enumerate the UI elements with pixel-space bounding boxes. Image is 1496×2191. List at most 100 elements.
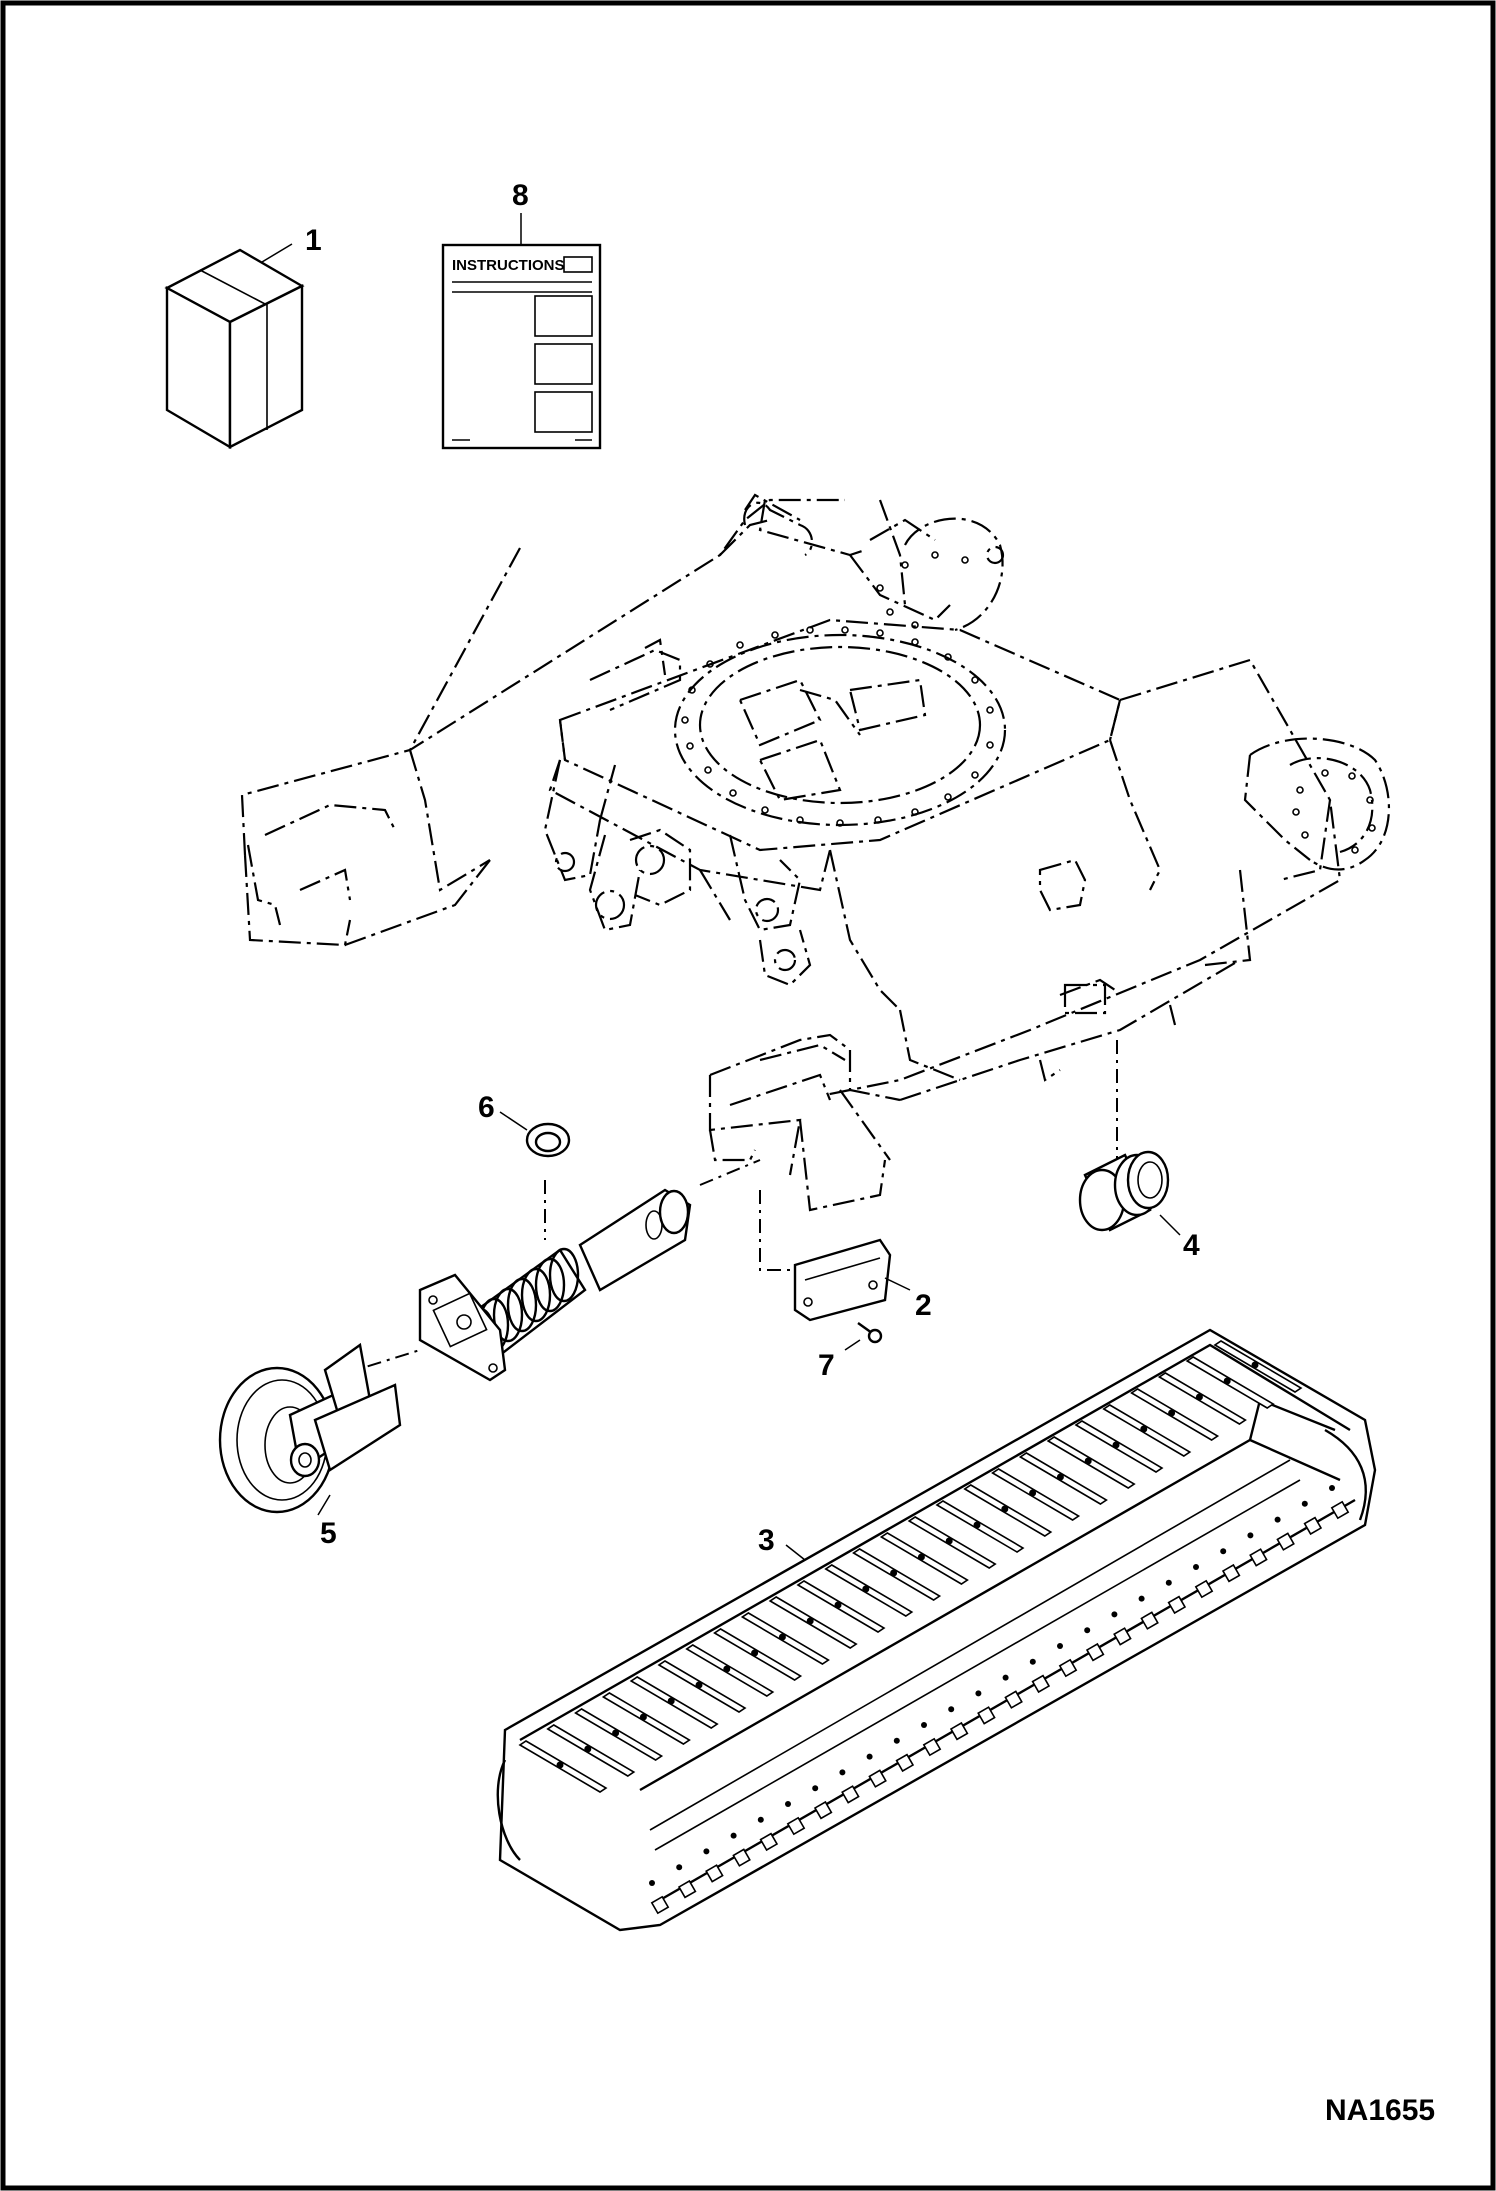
tread-lug (945, 1537, 953, 1545)
figure-id: NA1655 (1325, 2094, 1435, 2127)
tread-lug (917, 1553, 925, 1561)
tread-lug (639, 1713, 647, 1721)
track-link (895, 1753, 915, 1773)
track-link (977, 1706, 996, 1725)
tread-lug (695, 1681, 703, 1689)
link-pin (893, 1737, 900, 1744)
tread-lug (612, 1729, 620, 1737)
callout-1: 1 (305, 224, 322, 257)
leader-4 (1159, 1214, 1181, 1236)
track-link (1276, 1532, 1295, 1551)
track-link (868, 1769, 887, 1788)
link-pin (975, 1690, 982, 1697)
callout-6: 6 (478, 1091, 495, 1124)
track-link (1140, 1611, 1159, 1630)
track-link (1194, 1579, 1214, 1599)
track-link (1058, 1658, 1078, 1678)
callout-8: 8 (512, 179, 529, 212)
link-pin (1247, 1532, 1254, 1539)
tread-lug (806, 1617, 814, 1625)
link-pin (1111, 1611, 1118, 1618)
part-5-idler (218, 1342, 402, 1514)
link-pin (812, 1785, 819, 1792)
callout-5: 5 (320, 1517, 337, 1550)
callout-4: 4 (1183, 1229, 1200, 1262)
link-pin (1329, 1485, 1335, 1491)
link-pin (676, 1864, 683, 1871)
part-1-box (164, 248, 305, 450)
link-pin (1057, 1643, 1063, 1649)
part-2-plate (793, 1238, 892, 1322)
track-link (949, 1721, 969, 1741)
link-pin (785, 1801, 791, 1807)
part-7-bolt (857, 1322, 883, 1344)
track-link (786, 1816, 806, 1836)
link-pin (1193, 1564, 1199, 1570)
tread-lug (1140, 1425, 1148, 1433)
leader-5 (317, 1494, 331, 1516)
link-pin (1301, 1500, 1308, 1507)
link-pin (649, 1880, 655, 1886)
link-pin (1002, 1674, 1009, 1681)
leader-6 (499, 1111, 528, 1131)
tread-lug (778, 1633, 786, 1641)
tread-lug (1056, 1473, 1064, 1481)
link-pin (1220, 1548, 1227, 1555)
track-link (1221, 1563, 1241, 1583)
link-pin (1274, 1516, 1281, 1523)
link-pin (703, 1848, 710, 1855)
track-link (1303, 1516, 1323, 1536)
track-link (677, 1879, 697, 1899)
track-link (922, 1737, 942, 1757)
instructions-title: INSTRUCTIONS (452, 257, 565, 274)
link-pin (948, 1706, 955, 1713)
tread-lug (1001, 1505, 1009, 1513)
link-pin (757, 1816, 764, 1823)
link-pin (866, 1753, 873, 1760)
track-link (841, 1785, 860, 1804)
part-3-track (496, 1328, 1377, 1932)
track-treads (518, 1340, 1350, 1915)
leader-7 (844, 1339, 861, 1351)
tread-lug (1029, 1489, 1037, 1497)
tread-lug (584, 1745, 592, 1753)
tread-lug (1195, 1393, 1203, 1401)
leader-2 (884, 1277, 911, 1291)
tread-lug (723, 1665, 731, 1673)
track-link (1085, 1642, 1105, 1662)
link-pin (839, 1769, 846, 1776)
link-pin (921, 1722, 927, 1728)
link-pin (1138, 1595, 1145, 1602)
callout-3: 3 (758, 1524, 775, 1557)
link-pin (730, 1832, 737, 1839)
tread-lug (1168, 1409, 1176, 1417)
tread-lug (834, 1601, 842, 1609)
part-8-instructions: INSTRUCTIONS (441, 243, 602, 450)
part-4-bushing (1078, 1150, 1170, 1232)
recoil-spring-assembly (418, 1188, 692, 1382)
tread-lug (862, 1585, 870, 1593)
link-pin (1029, 1658, 1036, 1665)
tread-lug (556, 1761, 564, 1769)
track-link (759, 1832, 779, 1852)
leader-1 (261, 243, 293, 263)
tread-lug (667, 1697, 675, 1705)
tread-lug (751, 1649, 759, 1657)
track-link (732, 1848, 751, 1867)
leader-3 (785, 1544, 806, 1561)
tread-lug (1084, 1457, 1092, 1465)
track-link (705, 1864, 724, 1883)
track-link (1330, 1500, 1350, 1520)
tread-lug (890, 1569, 898, 1577)
track-link (1113, 1627, 1132, 1646)
callout-7: 7 (818, 1349, 835, 1382)
tread-lug (1112, 1441, 1120, 1449)
link-pin (1084, 1627, 1091, 1634)
track-link (1249, 1548, 1268, 1567)
callout-2: 2 (915, 1289, 932, 1322)
tread-lug (1251, 1361, 1259, 1369)
track-link (650, 1895, 670, 1915)
track-link (1004, 1690, 1023, 1709)
